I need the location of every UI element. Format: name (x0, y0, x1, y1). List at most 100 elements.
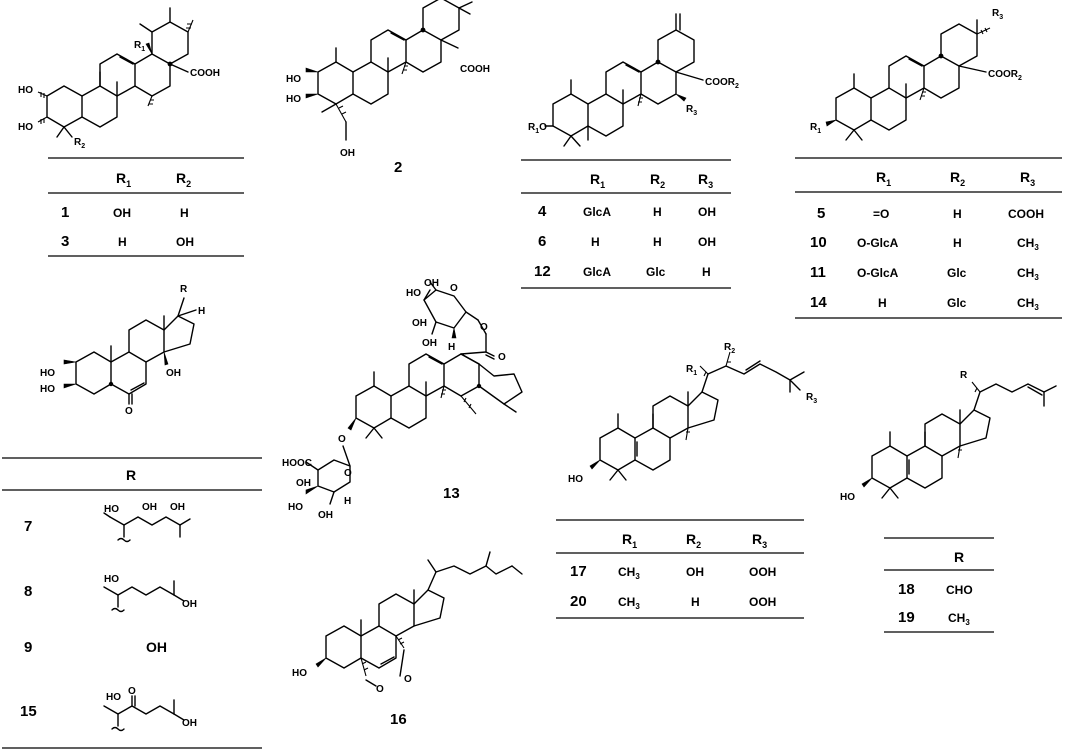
table-header: R1 (622, 531, 637, 550)
table-cell: CH3 (1017, 236, 1039, 252)
table-cell: O-GlcA (857, 236, 899, 250)
structure-2: HO HO OH COOH 2 (286, 0, 490, 176)
label-ho: HO (40, 368, 55, 379)
label-ho: OH (422, 338, 437, 349)
label-h: H (198, 306, 205, 317)
table-header: R3 (1020, 169, 1035, 188)
table-cell: OH (698, 205, 716, 219)
label-ho: HO (288, 502, 303, 513)
compound-number: 4 (538, 203, 547, 220)
label-oh: OH (412, 318, 427, 329)
side-chain-7 (103, 512, 191, 543)
compound-number: 8 (24, 583, 32, 600)
table-header: R3 (698, 171, 713, 190)
compound-number: 18 (898, 581, 915, 598)
label-r1: R1 (134, 40, 145, 53)
table-cell: CH3 (1017, 296, 1039, 312)
table-cell: OH (113, 206, 131, 220)
label-r3: R3 (806, 392, 817, 405)
label-r2: R2 (74, 137, 85, 150)
table-cell: OH (146, 639, 167, 655)
table-17-20: R1 R2 R3 17 CH3 OH OOH 20 CH3 H OOH (556, 519, 804, 619)
label-oh: OH (142, 502, 157, 513)
compound-number: 11 (810, 264, 826, 281)
table-header: R (954, 549, 964, 565)
label-ho: HO (292, 668, 307, 679)
table-cell: H (180, 206, 189, 220)
table-cell: H (953, 207, 962, 221)
table-header: R2 (950, 169, 965, 188)
compound-number: 2 (394, 159, 402, 176)
label-r3: R3 (992, 8, 1003, 21)
compound-number: 14 (810, 294, 827, 311)
label-h: H (344, 496, 351, 507)
structure-4-6-12: R1O COOR2 R3 (528, 13, 739, 147)
table-cell: H (653, 235, 662, 249)
label-ho: HO (106, 692, 121, 703)
structure-18-19: HO R (840, 370, 1057, 503)
table-18-19: R 18 CHO 19 CH3 (884, 537, 994, 633)
label-ho: HO (104, 574, 119, 585)
label-oh: H (448, 342, 455, 353)
compound-number: 16 (390, 711, 407, 728)
compound-number: 19 (898, 609, 915, 626)
table-header: R1 (876, 169, 891, 188)
label-ho: HO (104, 504, 119, 515)
label-ho: HO (18, 122, 33, 133)
label-ho: HO (840, 492, 855, 503)
table-cell: CH3 (618, 595, 640, 611)
table-cell: Glc (646, 265, 666, 279)
compound-number: 10 (810, 234, 827, 251)
table-header: R2 (686, 531, 701, 550)
label-ho: HO (40, 384, 55, 395)
label-oh: OH (170, 502, 185, 513)
label-ho: HO (568, 474, 583, 485)
label-oh: OH (182, 599, 197, 610)
side-chain-8 (103, 580, 185, 613)
structure-16: HO O O 16 (292, 551, 523, 728)
label-o: O (498, 352, 506, 363)
table-4-6-12: R1 R2 R3 4 GlcA H OH 6 H H OH 12 GlcA Gl… (521, 159, 731, 289)
label-o: O (376, 684, 384, 695)
table-cell: H (591, 235, 600, 249)
table-cell: =O (873, 207, 889, 221)
table-cell: GlcA (583, 205, 611, 219)
table-cell: H (653, 205, 662, 219)
table-cell: H (691, 595, 700, 609)
label-ho: HO (286, 74, 301, 85)
table-cell: OH (698, 235, 716, 249)
label-ho: HO (406, 288, 421, 299)
table-cell: OH (176, 235, 194, 249)
compound-number: 1 (61, 204, 69, 221)
label-o: O (128, 686, 136, 697)
table-cell: Glc (947, 266, 967, 280)
label-oh: OH (182, 718, 197, 729)
label-oh: OH (296, 478, 311, 489)
table-cell: CHO (946, 583, 973, 597)
label-r1: R1 (686, 364, 697, 377)
label-oh: OH (424, 278, 439, 289)
table-cell: CH3 (618, 565, 640, 581)
table-cell: CH3 (948, 611, 970, 627)
label-r1o: R1O (528, 122, 547, 135)
compound-number: 6 (538, 233, 546, 250)
compound-number: 17 (570, 563, 587, 580)
table-cell: OOH (749, 565, 776, 579)
table-cell: H (118, 235, 127, 249)
table-header: R3 (752, 531, 767, 550)
table-header: R2 (176, 170, 191, 189)
label-o: O (338, 434, 346, 445)
label-oh: OH (166, 368, 181, 379)
structure-1-3: HO HO R2 R1 COOH (18, 7, 220, 150)
compound-number: 7 (24, 518, 32, 535)
label-oh: OH (318, 510, 333, 521)
table-1-3: R1 R2 1 OH H 3 H OH (48, 157, 244, 257)
table-cell: OH (686, 565, 704, 579)
compound-number: 15 (20, 703, 37, 720)
compound-number: 3 (61, 233, 69, 250)
table-cell: H (953, 236, 962, 250)
table-header: R (126, 467, 136, 483)
table-header: R2 (650, 171, 665, 190)
compound-number: 20 (570, 593, 587, 610)
